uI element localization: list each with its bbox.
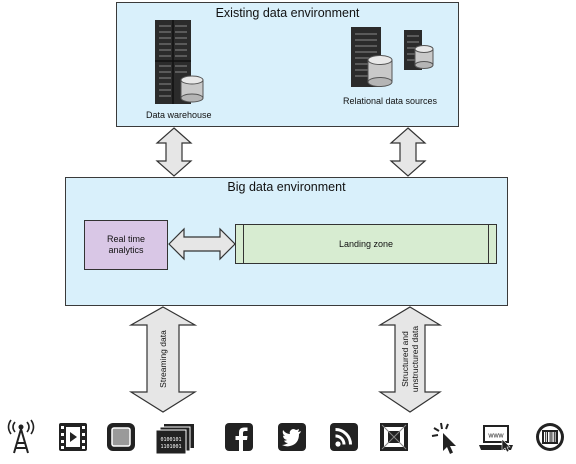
streaming-data-arrow (128, 306, 198, 413)
twitter-icon (278, 423, 306, 451)
structured-unstructured-label: Structured and unstructured data (400, 315, 420, 403)
structured-label-line2: unstructured data (410, 325, 420, 393)
real-time-analytics-line2: analytics (108, 245, 144, 255)
svg-text:0100101: 0100101 (160, 437, 181, 443)
cell-tower-icon (7, 419, 35, 454)
www-text: www (487, 433, 504, 440)
landing-zone-right-stripe (488, 225, 496, 263)
streaming-data-label: Streaming data (158, 330, 168, 388)
facebook-icon (225, 423, 253, 451)
structured-data-arrow (377, 306, 443, 413)
data-warehouse-icon (155, 20, 204, 104)
landing-zone-left-stripe (236, 225, 244, 263)
relational-bigdata-arrow (389, 127, 427, 177)
structured-label-line1: Structured and (400, 331, 410, 387)
warehouse-bigdata-arrow (155, 127, 193, 177)
binary-data-icon: 0100101 1101001 (156, 424, 194, 455)
real-time-analytics-box: Real time analytics (84, 220, 168, 270)
relational-data-sources-icon (351, 27, 434, 87)
data-warehouse-label: Data warehouse (146, 110, 212, 120)
laptop-www-icon: www (479, 425, 513, 453)
landing-zone-label: Landing zone (338, 239, 394, 249)
device-icon (107, 423, 135, 451)
analytics-landing-arrow (168, 227, 236, 261)
rss-icon (330, 423, 358, 451)
sensor-icon (380, 423, 408, 451)
click-icon (431, 422, 456, 454)
relational-data-sources-label: Relational data sources (343, 96, 438, 106)
real-time-analytics-line1: Real time (106, 234, 145, 244)
big-data-environment-title: Big data environment (227, 180, 346, 194)
svg-text:1101001: 1101001 (160, 444, 181, 450)
existing-environment-title: Existing data environment (215, 6, 360, 20)
video-icon (59, 423, 87, 451)
barcode-icon (536, 423, 564, 451)
